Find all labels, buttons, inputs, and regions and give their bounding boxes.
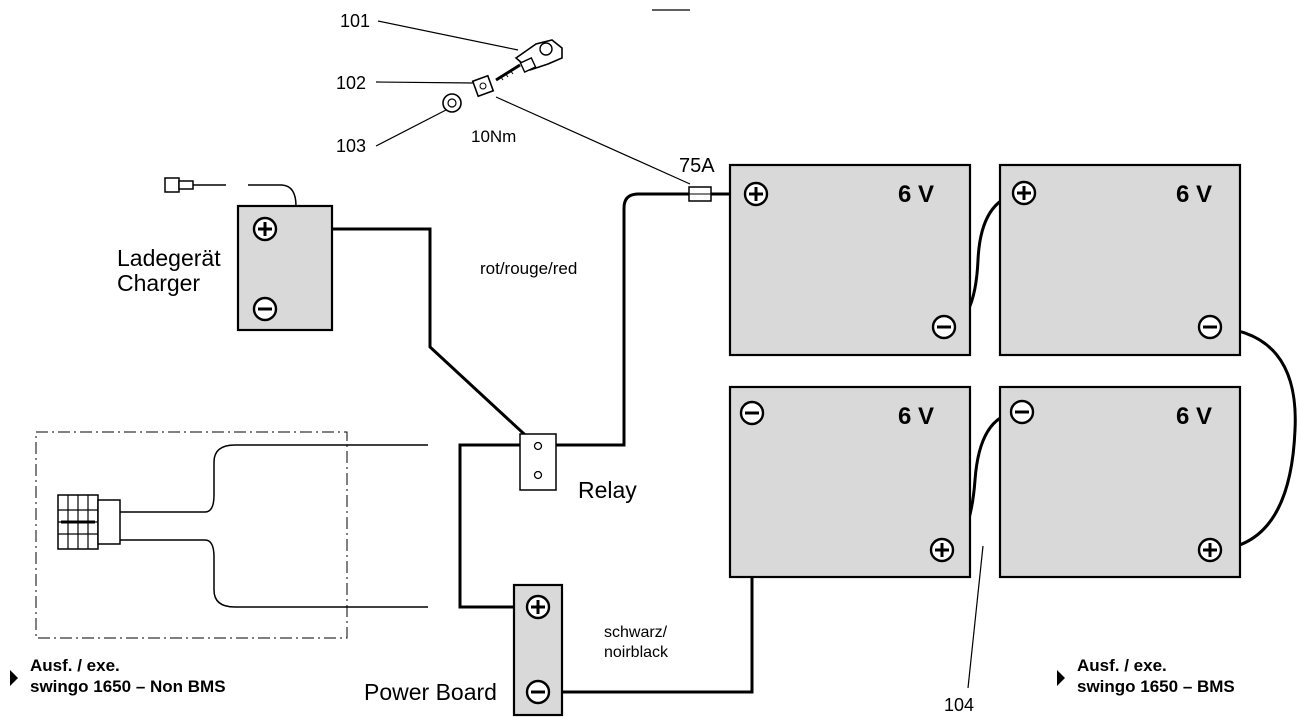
callout-103: 103 — [336, 136, 366, 156]
red-wire-label: rot/rouge/red — [480, 259, 577, 278]
battery-voltage: 6 V — [898, 403, 934, 430]
variant-non-bms-line1: Ausf. / exe. — [30, 656, 120, 675]
minus-terminal-icon — [1197, 314, 1223, 340]
variant-bms-line2: swingo 1650 – BMS — [1077, 677, 1235, 696]
charger-plug — [164, 177, 297, 207]
battery-1: 6 V — [728, 163, 972, 357]
anderson-connector-icon — [57, 494, 121, 550]
battery-voltage: 6 V — [1176, 181, 1212, 208]
battery-voltage: 6 V — [898, 181, 934, 208]
leader-101 — [377, 20, 519, 51]
relay-label: Relay — [578, 477, 637, 503]
triangle-marker-icon — [10, 670, 18, 686]
torque-label: 10Nm — [471, 127, 516, 146]
plus-terminal-icon — [525, 594, 551, 620]
callout-101: 101 — [340, 11, 370, 31]
minus-terminal-icon — [1009, 399, 1035, 425]
nut-icon — [442, 93, 462, 113]
fuse — [688, 186, 712, 202]
callout-104: 104 — [944, 695, 974, 715]
relay — [519, 433, 557, 491]
charger-label-en: Charger — [117, 270, 200, 296]
black-wire-label-1: schwarz/ — [604, 624, 668, 641]
clamp-to-fuse-line — [495, 96, 691, 185]
link-b2-b4 — [1209, 325, 1297, 552]
plus-terminal-icon — [743, 181, 769, 207]
battery-2: 6 V — [998, 163, 1242, 357]
power-board — [512, 583, 564, 717]
plus-terminal-icon — [1011, 180, 1037, 206]
bolt-icon — [495, 63, 521, 82]
non-bms-connector-detail — [35, 431, 428, 639]
black-wire-label-2: noirblack — [604, 644, 669, 661]
battery-voltage: 6 V — [1176, 403, 1212, 430]
plus-terminal-icon — [252, 216, 278, 242]
fuse-rating: 75A — [679, 155, 715, 177]
power-board-label: Power Board — [364, 679, 497, 705]
leader-102 — [375, 81, 475, 84]
minus-terminal-icon — [931, 314, 957, 340]
red-wire — [538, 192, 690, 447]
leader-103 — [375, 109, 447, 147]
charger-box — [236, 204, 334, 332]
charger-label-de: Ladegerät — [117, 245, 221, 271]
plus-terminal-icon — [1197, 537, 1223, 563]
battery-clamp-icon — [514, 39, 563, 73]
variant-bms-line1: Ausf. / exe. — [1077, 656, 1167, 675]
charger-wire — [265, 227, 538, 447]
cable-lug-icon — [471, 74, 495, 98]
minus-terminal-icon — [739, 400, 765, 426]
plus-terminal-icon — [929, 537, 955, 563]
variant-bms: Ausf. / exe. swingo 1650 – BMS — [1057, 656, 1235, 696]
variant-non-bms-line2: swingo 1650 – Non BMS — [30, 677, 226, 696]
battery-4: 6 V — [998, 385, 1242, 579]
relay-to-powerboard-wire — [458, 443, 538, 609]
minus-terminal-icon — [252, 296, 278, 322]
triangle-marker-icon — [1057, 670, 1065, 686]
leader-104 — [967, 545, 984, 689]
clamp-assembly: 101 102 103 10Nm — [336, 9, 690, 156]
minus-terminal-icon — [525, 679, 551, 705]
variant-non-bms: Ausf. / exe. swingo 1650 – Non BMS — [10, 656, 226, 696]
battery-3: 6 V — [728, 385, 972, 579]
callout-102: 102 — [336, 73, 366, 93]
